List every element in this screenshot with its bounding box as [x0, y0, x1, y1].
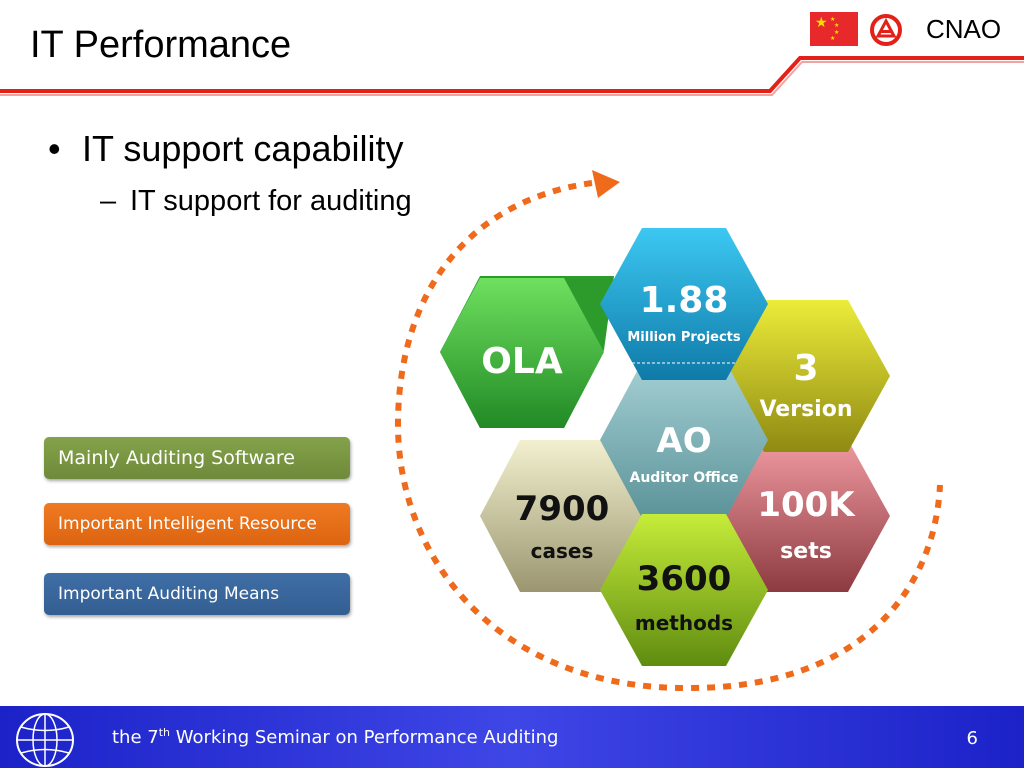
bullet-level2: –IT support for auditing	[100, 185, 412, 217]
org-name: CNAO	[926, 14, 1002, 44]
hexagon-ao-label: Auditor Office	[629, 470, 738, 486]
hexagon-diagram: OLA 7900 cases 100K sets 3 Version AO Au…	[394, 170, 943, 692]
hexagon-methods-label: methods	[635, 611, 733, 635]
hexagon-ao-value: AO	[656, 421, 711, 461]
footer-sup: th	[158, 726, 171, 739]
bullet-level2-text: IT support for auditing	[130, 185, 412, 217]
tag-auditing-means: Important Auditing Means	[44, 573, 350, 615]
hexagon-cases-value: 7900	[515, 489, 610, 529]
hexagon-methods: 3600 methods	[600, 514, 768, 666]
cnao-emblem-icon	[870, 14, 902, 46]
bullet-level1-text: IT support capability	[82, 128, 404, 169]
header-divider	[0, 56, 1024, 96]
tag-auditing-software: Mainly Auditing Software	[44, 437, 350, 479]
footer-bar: the 7th Working Seminar on Performance A…	[0, 706, 1024, 768]
hexagon-ola: OLA	[440, 276, 614, 428]
hexagon-ao: AO Auditor Office	[600, 362, 768, 518]
tag-intelligent-resource: Important Intelligent Resource	[44, 503, 350, 545]
hexagon-sets: 100K sets	[724, 440, 890, 592]
hexagon-version-label: Version	[759, 397, 852, 422]
hexagon-cases: 7900 cases	[480, 440, 646, 592]
hexagon-ola-value: OLA	[481, 341, 563, 382]
hexagon-cases-label: cases	[531, 539, 594, 563]
hexagon-version: 3 Version	[724, 300, 890, 452]
china-flag-icon: ★ ★ ★ ★ ★	[810, 12, 858, 46]
bullet-level1: •IT support capability	[48, 128, 404, 169]
footer-prefix: the 7	[112, 727, 159, 748]
page-title: IT Performance	[30, 24, 292, 66]
hexagon-version-value: 3	[793, 348, 818, 389]
footer-suffix: Working Seminar on Performance Auditing	[170, 727, 559, 748]
hexagon-projects-value: 1.88	[640, 280, 729, 321]
hexagon-projects-label: Million Projects	[627, 330, 741, 345]
globe-icon	[16, 713, 74, 767]
page-number: 6	[966, 728, 978, 749]
hexagon-sets-value: 100K	[757, 485, 856, 525]
cycle-arrow-head	[592, 170, 620, 198]
hexagon-sets-label: sets	[780, 539, 832, 564]
hexagon-projects: 1.88 Million Projects	[600, 228, 768, 380]
footer-seminar-title: the 7th Working Seminar on Performance A…	[112, 726, 558, 748]
hexagon-methods-value: 3600	[637, 559, 732, 599]
